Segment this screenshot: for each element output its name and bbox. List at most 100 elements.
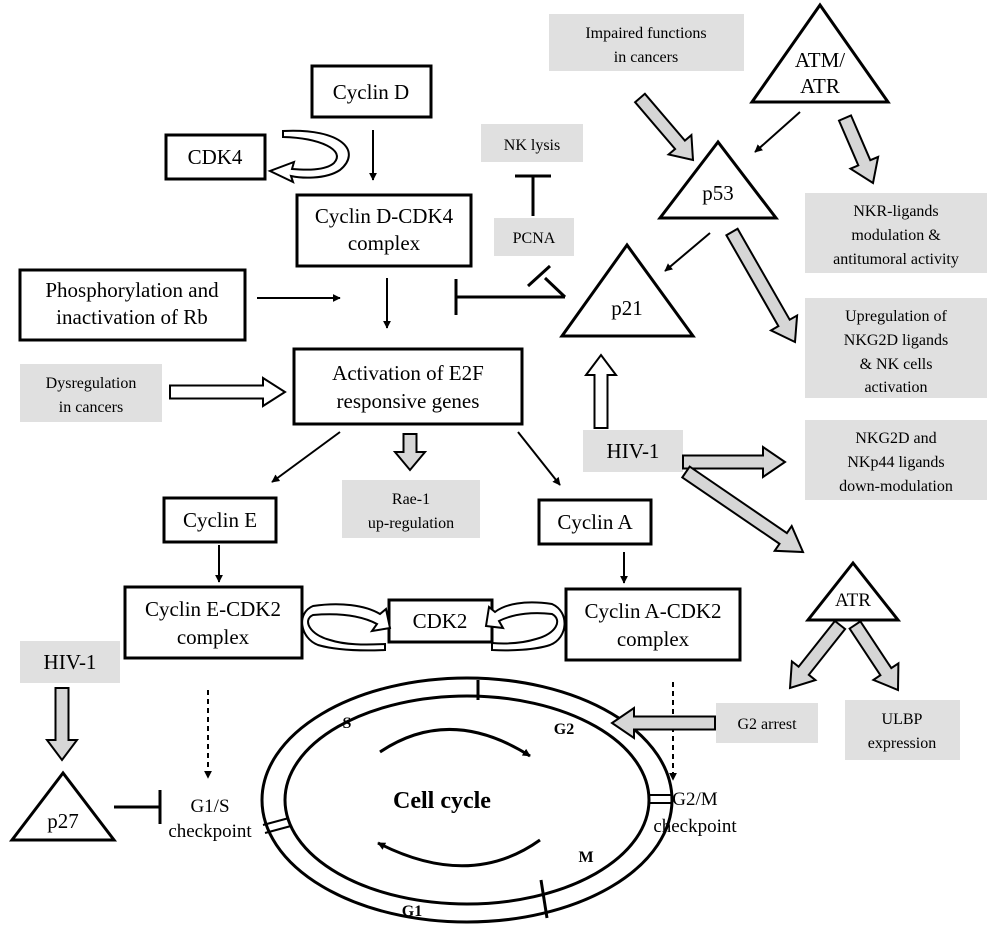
svg-text:ATM/: ATM/	[795, 48, 845, 72]
atr-triangle: ATR	[804, 560, 902, 622]
nkr-ligands-note: NKR-ligands modulation & antitumoral act…	[805, 193, 987, 273]
inhibition-lines	[114, 174, 567, 824]
svg-text:Cyclin D-CDK4: Cyclin D-CDK4	[315, 204, 454, 228]
g1s-checkpoint-label: G1/S checkpoint	[168, 796, 252, 842]
block-arrow-hiv1-to-atr	[680, 465, 805, 554]
svg-text:Cyclin E-CDK2: Cyclin E-CDK2	[145, 597, 281, 621]
svg-text:checkpoint: checkpoint	[653, 816, 737, 837]
block-arrow-atr-to-g2-arrest	[788, 619, 847, 690]
cell-cycle-ring	[260, 676, 674, 924]
g2-arrest-note: G2 arrest	[716, 703, 818, 743]
phase-s-label: S	[343, 715, 352, 732]
block-arrow-hiv1-to-nkg2d	[682, 445, 787, 479]
cyclin-e-box: Cyclin E	[162, 496, 278, 544]
svg-text:Cyclin A-CDK2: Cyclin A-CDK2	[584, 599, 721, 623]
hiv1-left-note: HIV-1	[20, 641, 120, 683]
svg-text:HIV-1: HIV-1	[44, 650, 97, 674]
block-arrow-e2f-to-rae1	[392, 433, 428, 472]
svg-text:in cancers: in cancers	[59, 399, 123, 416]
g2m-checkpoint-label: G2/M checkpoint	[653, 789, 737, 837]
arrow-e2f-to-cyclin-e	[271, 431, 341, 483]
block-arrow-impaired-to-p53	[633, 92, 695, 162]
block-arrow-hiv1-to-p21	[584, 353, 618, 429]
phase-g1-label: G1	[402, 903, 422, 920]
nkg2d-nkp44-note: NKG2D and NKp44 ligands down-modulation	[805, 420, 987, 500]
rae1-note: Rae-1 up-regulation	[342, 480, 480, 538]
svg-text:Impaired functions: Impaired functions	[585, 25, 706, 42]
block-arrow-hiv1-to-p27	[45, 687, 79, 762]
cyclin-d-box: Cyclin D	[310, 64, 433, 119]
svg-text:up-regulation: up-regulation	[368, 515, 454, 532]
svg-text:NKR-ligands: NKR-ligands	[853, 203, 938, 220]
svg-text:HIV-1: HIV-1	[607, 439, 660, 463]
cdk4-box: CDK4	[164, 133, 267, 181]
svg-text:NKG2D and: NKG2D and	[855, 430, 936, 447]
svg-text:ULBP: ULBP	[882, 711, 923, 728]
svg-text:down-modulation: down-modulation	[839, 478, 953, 495]
svg-text:expression: expression	[868, 735, 936, 752]
svg-text:p27: p27	[47, 809, 79, 833]
hiv1-right-note: HIV-1	[583, 430, 683, 472]
block-arrow-p53-to-upregulation	[725, 227, 799, 344]
svg-text:responsive genes: responsive genes	[337, 389, 480, 413]
ulbp-expression-note: ULBP expression	[845, 700, 960, 760]
dysregulation-note: Dysregulation in cancers	[20, 364, 162, 422]
svg-text:G2/M: G2/M	[672, 789, 718, 810]
block-arrow-g2-arrest-to-cycle	[610, 706, 716, 740]
svg-text:Cyclin D: Cyclin D	[333, 80, 409, 104]
phase-m-label: M	[578, 849, 593, 866]
svg-text:Cyclin E: Cyclin E	[183, 508, 257, 532]
activation-e2f-box: Activation of E2F responsive genes	[292, 347, 524, 426]
phosphorylation-box: Phosphorylation and inactivation of Rb	[18, 268, 247, 342]
svg-text:G2 arrest: G2 arrest	[737, 716, 797, 733]
svg-text:antitumoral activity: antitumoral activity	[833, 251, 959, 268]
atm-atr-triangle: ATM/ ATR	[749, 2, 891, 104]
cell-cycle-label: Cell cycle	[393, 788, 491, 814]
svg-text:p21: p21	[611, 296, 643, 320]
svg-text:ATR: ATR	[835, 590, 871, 611]
svg-text:complex: complex	[348, 231, 421, 255]
arrow-p53-to-p21	[664, 232, 711, 272]
block-arrows	[45, 92, 900, 762]
svg-text:p53: p53	[702, 181, 734, 205]
svg-text:complex: complex	[177, 625, 250, 649]
cyclin-a-cdk2-box: Cyclin A-CDK2 complex	[564, 587, 742, 662]
cyclin-d-cdk4-box: Cyclin D-CDK4 complex	[295, 193, 473, 268]
svg-text:NK lysis: NK lysis	[504, 137, 560, 154]
impaired-functions-note: Impaired functions in cancers	[549, 14, 744, 71]
svg-text:Activation of E2F: Activation of E2F	[332, 361, 484, 385]
svg-text:in cancers: in cancers	[614, 49, 678, 66]
svg-text:modulation &: modulation &	[851, 227, 941, 244]
svg-text:NKG2D ligands: NKG2D ligands	[844, 332, 948, 349]
svg-text:checkpoint: checkpoint	[168, 821, 252, 842]
svg-text:activation: activation	[864, 379, 927, 396]
svg-text:CDK4: CDK4	[188, 145, 243, 169]
svg-text:Phosphorylation and: Phosphorylation and	[45, 278, 219, 302]
svg-text:Rae-1: Rae-1	[392, 491, 430, 508]
upregulation-nkg2d-note: Upregulation of NKG2D ligands & NK cells…	[805, 298, 987, 398]
cdk-cycle-arrows	[267, 129, 566, 652]
p27-triangle: p27	[8, 770, 118, 842]
svg-text:& NK cells: & NK cells	[860, 356, 933, 373]
pcna-note: PCNA	[494, 218, 574, 256]
p53-triangle: p53	[656, 139, 780, 220]
phase-g2-label: G2	[554, 721, 574, 738]
block-arrow-atr-to-ulbp	[848, 620, 900, 692]
cyclin-e-cdk2-box: Cyclin E-CDK2 complex	[123, 585, 304, 660]
svg-text:G1/S: G1/S	[190, 796, 229, 817]
svg-text:ATR: ATR	[800, 74, 840, 98]
svg-text:NKp44 ligands: NKp44 ligands	[847, 454, 944, 471]
svg-text:Dysregulation: Dysregulation	[46, 375, 137, 392]
cdk2-box: CDK2	[387, 598, 494, 644]
svg-text:inactivation of Rb: inactivation of Rb	[56, 305, 208, 329]
arrow-e2f-to-cyclin-a	[517, 431, 561, 486]
svg-text:complex: complex	[617, 627, 690, 651]
cyclin-a-box: Cyclin A	[537, 498, 653, 546]
arrow-atm-to-p53	[754, 111, 801, 153]
p21-triangle: p21	[559, 242, 696, 338]
svg-text:CDK2: CDK2	[413, 609, 468, 633]
svg-text:Upregulation of: Upregulation of	[845, 308, 947, 325]
nk-lysis-note: NK lysis	[481, 124, 583, 162]
block-arrow-atm-to-nkr	[837, 114, 880, 185]
